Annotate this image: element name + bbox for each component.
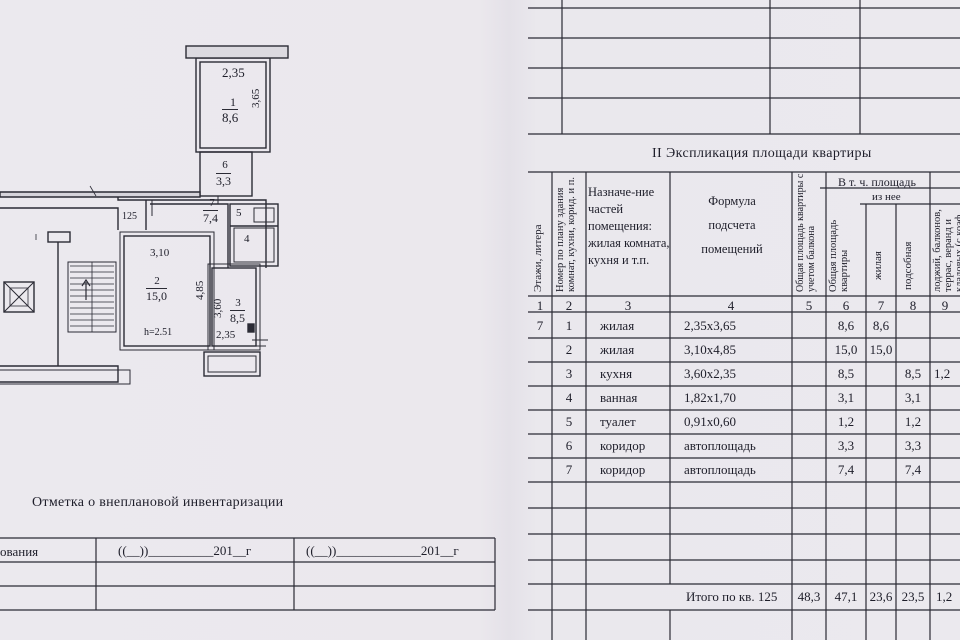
cell-num: 3 bbox=[565, 366, 573, 381]
header-floor: Этажи, литера bbox=[532, 224, 544, 292]
room-1-width: 2,35 bbox=[222, 65, 245, 80]
explication-title: II Экспликация площади квартиры bbox=[652, 146, 872, 161]
cell-c6: 8,5 bbox=[837, 366, 855, 381]
cell-purpose: туалет bbox=[600, 414, 636, 429]
cell-c8: 8,5 bbox=[904, 366, 922, 381]
cell-num: 1 bbox=[565, 318, 573, 333]
col-num: 7 bbox=[877, 298, 885, 313]
total-c7: 23,6 bbox=[869, 589, 893, 604]
cell-formula: 1,82x1,70 bbox=[684, 390, 736, 405]
header-auxiliary: подсобная bbox=[902, 241, 914, 290]
cell-c6: 7,4 bbox=[837, 462, 855, 477]
cell-c6: 3,3 bbox=[837, 438, 855, 453]
cell-purpose: коридор bbox=[600, 438, 646, 453]
apartment-number: 125 bbox=[122, 211, 137, 222]
cell-c6: 8,6 bbox=[837, 318, 855, 333]
cell-num: 5 bbox=[565, 414, 573, 429]
inventory-date-1: ((__))__________201__г bbox=[118, 543, 252, 558]
inventory-table bbox=[0, 537, 496, 611]
cell-purpose: жилая bbox=[600, 342, 635, 357]
total-c8: 23,5 bbox=[901, 589, 925, 604]
cell-formula: автоплощадь bbox=[684, 462, 756, 477]
cell-floor: 7 bbox=[536, 318, 544, 333]
room-2-number: 2 bbox=[154, 275, 160, 287]
cell-purpose: коридор bbox=[600, 462, 646, 477]
cell-purpose: ванная bbox=[600, 390, 638, 405]
cell-formula: 0,91x0,60 bbox=[684, 414, 736, 429]
room-4-number: 4 bbox=[244, 233, 250, 245]
cell-formula: автоплощадь bbox=[684, 438, 756, 453]
total-c9: 1,2 bbox=[936, 589, 953, 604]
total-c5: 48,3 bbox=[797, 589, 821, 604]
cell-c8: 7,4 bbox=[904, 462, 922, 477]
room-6-area: 3,3 bbox=[216, 173, 231, 188]
room-1-area: 8,6 bbox=[222, 109, 239, 125]
cell-c7: 15,0 bbox=[869, 342, 893, 357]
cell-num: 6 bbox=[565, 438, 573, 453]
cell-c8: 3,3 bbox=[904, 438, 922, 453]
header-of-which: из нее bbox=[872, 191, 901, 203]
header-apartment-area: Общая площадь квартиры bbox=[828, 219, 851, 292]
floor-plan-drawing bbox=[0, 45, 289, 385]
inventory-title: Отметка о внеплановой инвентаризации bbox=[32, 495, 284, 510]
room-6-number: 6 bbox=[222, 159, 228, 171]
inventory-date-2: ((__))_____________201__г bbox=[306, 543, 459, 558]
cell-formula: 3,60x2,35 bbox=[684, 366, 736, 381]
room-7-number: 7 bbox=[209, 197, 215, 209]
col-num: 6 bbox=[842, 298, 850, 313]
header-purpose: Назначе-ние частей помещения: жилая комн… bbox=[588, 185, 670, 267]
cell-purpose: кухня bbox=[600, 366, 633, 381]
header-living: жилая bbox=[872, 251, 884, 280]
col-num: 5 bbox=[805, 298, 813, 313]
cell-purpose: жилая bbox=[600, 318, 635, 333]
header-total-with-balcony: Общая площадь квартиры с учетом балкона bbox=[795, 173, 817, 292]
room-2-area: 15,0 bbox=[146, 288, 167, 303]
col-num: 1 bbox=[536, 298, 544, 313]
room-7-area: 7,4 bbox=[203, 210, 218, 225]
room-3-width: 2,35 bbox=[216, 329, 236, 341]
room-3-number: 3 bbox=[235, 297, 241, 309]
room-2-height: h=2.51 bbox=[144, 327, 173, 338]
room-2-width: 3,10 bbox=[150, 247, 170, 259]
cell-c6: 15,0 bbox=[834, 342, 858, 357]
header-formula: Формула подсчета помещений bbox=[701, 194, 763, 256]
room-3-area: 8,5 bbox=[230, 310, 245, 325]
header-room-number: Номер по плану здания комнат, кухни, кор… bbox=[555, 176, 578, 292]
col-num: 4 bbox=[727, 298, 735, 313]
col-num: 8 bbox=[909, 298, 917, 313]
inventory-row-label: ования bbox=[0, 544, 39, 559]
col-num: 3 bbox=[624, 298, 632, 313]
header-in-total: В т. ч. площадь bbox=[838, 175, 916, 189]
col-num: 2 bbox=[565, 298, 573, 313]
cell-formula: 2,35x3,65 bbox=[684, 318, 736, 333]
cell-c9: 1,2 bbox=[934, 366, 951, 381]
cell-num: 7 bbox=[565, 462, 573, 477]
header-loggias: лоджий, балконов, террас, веранд и кладо… bbox=[932, 209, 960, 292]
cell-c7: 8,6 bbox=[872, 318, 890, 333]
plan-walls bbox=[0, 45, 289, 385]
cell-c6: 3,1 bbox=[837, 390, 855, 405]
cell-c8: 1,2 bbox=[904, 414, 922, 429]
total-c6: 47,1 bbox=[834, 589, 858, 604]
cell-c8: 3,1 bbox=[904, 390, 922, 405]
total-label: Итого по кв. 125 bbox=[686, 589, 778, 604]
cell-formula: 3,10x4,85 bbox=[684, 342, 736, 357]
room-5-number: 5 bbox=[236, 207, 242, 219]
cell-c6: 1,2 bbox=[837, 414, 855, 429]
cell-num: 2 bbox=[565, 342, 573, 357]
cell-num: 4 bbox=[565, 390, 573, 405]
room-1-number: 1 bbox=[230, 95, 236, 109]
col-num: 9 bbox=[941, 298, 949, 313]
